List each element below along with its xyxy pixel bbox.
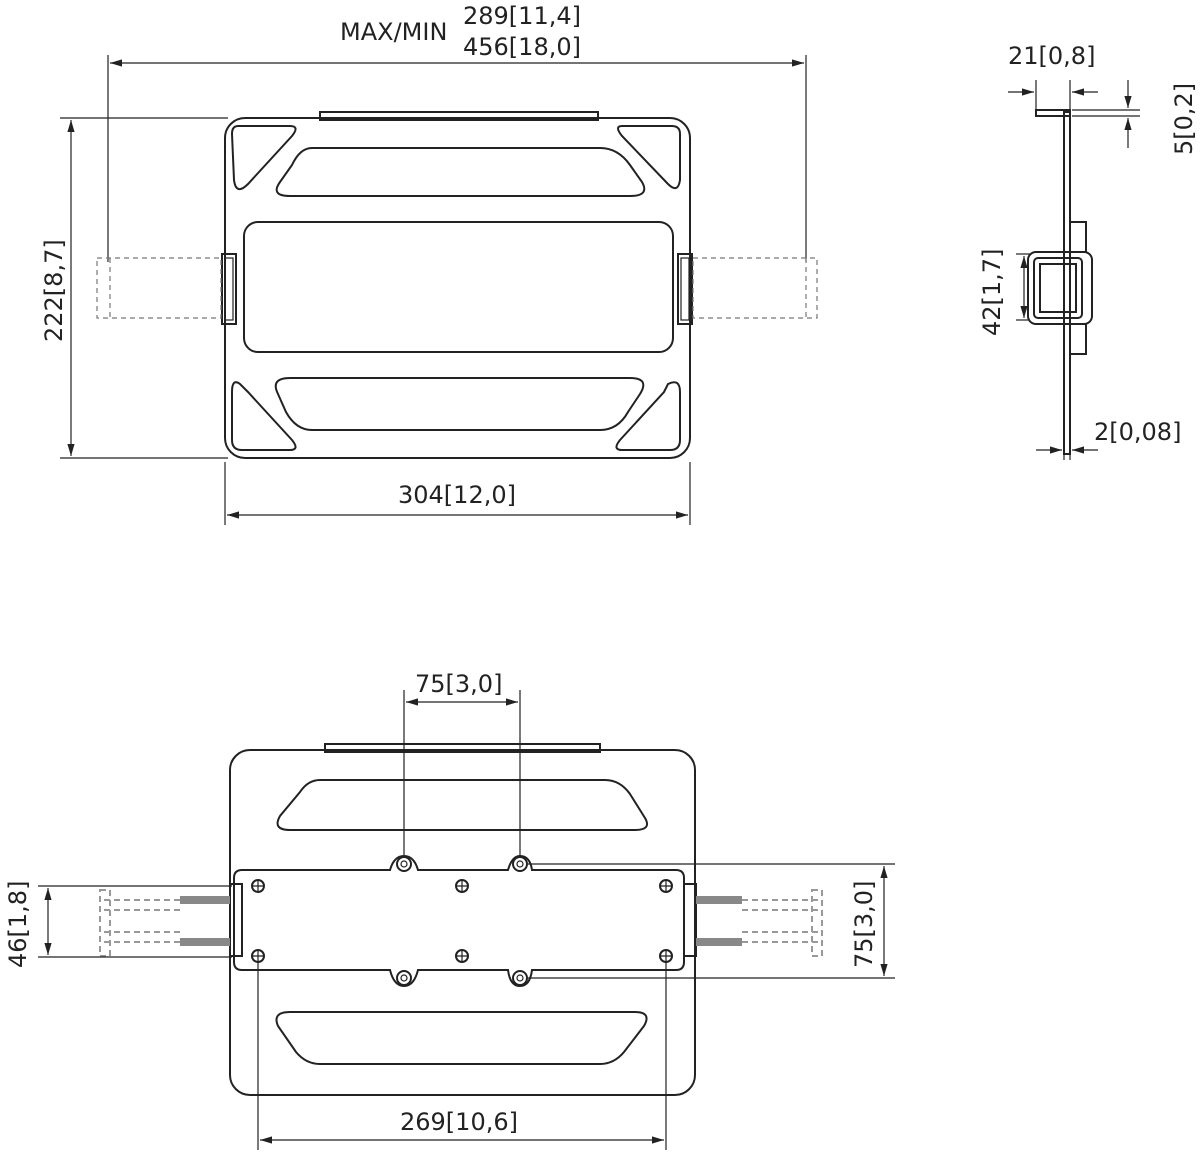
flange-width-label: 21[0,8] (1008, 42, 1095, 70)
overall-width-dimension: MAX/MIN 289[11,4] 456[18,0] (107, 2, 807, 262)
height-label: 222[8,7] (40, 239, 68, 342)
width-dimension: 304[12,0] (224, 462, 691, 525)
vesa-top-label: 75[3,0] (415, 670, 502, 698)
hole-spacing-dimension: 269[10,6] (257, 962, 667, 1150)
width-label: 304[12,0] (398, 481, 516, 509)
mounting-plate-top (96, 111, 818, 459)
hole-spacing-label: 269[10,6] (400, 1108, 518, 1136)
height-dimension: 222[8,7] (40, 117, 228, 459)
side-view: 21[0,8] 5[0,2] 42[1,7] 2[0,08] (978, 42, 1198, 460)
bottom-view: 75[3,0] 75[3,0] 46[1,8] 269[10,6] (4, 670, 895, 1150)
left-arms (99, 889, 230, 957)
arm-height-label: 42[1,7] (978, 249, 1006, 336)
overall-width-prefix: MAX/MIN (340, 18, 447, 46)
plate-thickness-label: 2[0,08] (1094, 418, 1181, 446)
screw-markers (251, 879, 673, 963)
top-view: MAX/MIN 289[11,4] 456[18,0] 222[8,7] (40, 2, 818, 525)
overall-width-max: 289[11,4] (463, 2, 581, 30)
arm-spacing-dimension: 46[1,8] (4, 881, 232, 968)
right-arms (696, 889, 823, 957)
overall-width-min: 456[18,0] (463, 33, 581, 61)
vesa-right-label: 75[3,0] (850, 881, 878, 968)
vesa-top-dimension: 75[3,0] (403, 670, 521, 856)
arm-spacing-label: 46[1,8] (4, 881, 32, 968)
vesa-right-dimension: 75[3,0] (528, 863, 895, 979)
flange-thickness-label: 5[0,2] (1170, 83, 1198, 155)
